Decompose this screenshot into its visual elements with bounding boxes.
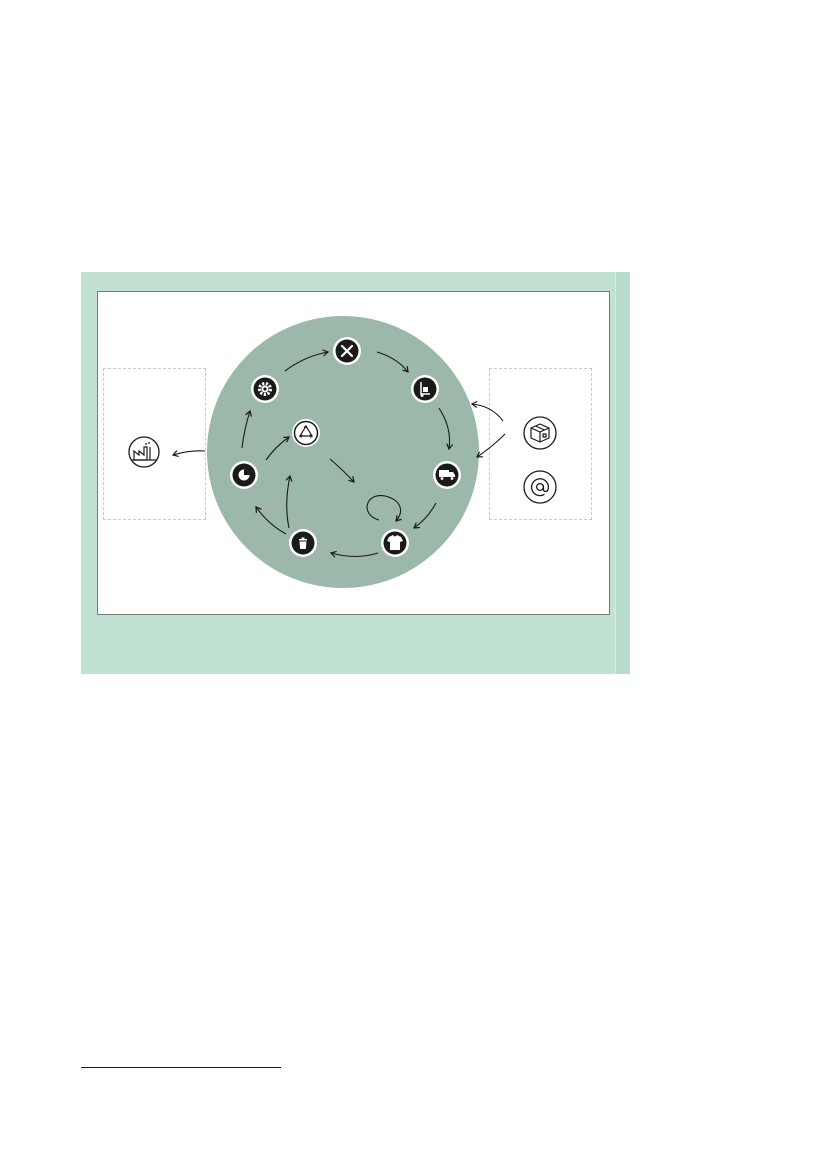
trash-bin-icon [299,537,307,549]
arrow-sorting-to-recycling [265,436,290,461]
external-input-box-right [489,368,592,520]
factory-icon [132,442,156,461]
node-production [251,375,279,403]
hand-truck-icon [420,382,430,397]
node-sorting [230,461,258,489]
arrow-use-self-loop [366,495,402,522]
external-input-box-left [103,368,206,520]
delivery-truck-icon [439,470,455,480]
tools-icon [340,344,354,358]
node-recycling [292,419,320,447]
node-parcel [523,416,557,450]
node-online [523,470,557,504]
node-disposal [289,529,317,557]
node-sourcing [411,375,439,403]
node-industry [128,436,160,468]
arrow-sorting-to-production [241,409,252,449]
package-icon [530,423,550,443]
node-distribution [433,461,461,489]
arrow-use-to-disposal [329,550,379,558]
arrow-distribution-to-use [413,502,437,529]
arrow-design-to-sourcing [376,351,409,373]
footnote-separator [81,1067,281,1068]
arrow-to-industry [171,450,206,458]
node-use [381,529,409,557]
recycle-icon [298,424,314,438]
arrow-recycling-to-center [329,458,355,483]
arrow-disposal-to-recycling [285,474,293,529]
pie-chart-icon [238,469,250,481]
t-shirt-icon [387,535,403,550]
panel-side-strip [615,272,630,674]
at-sign-icon [530,478,550,497]
arrow-sourcing-to-distribution [438,407,454,451]
arrow-parcel-to-distribution [476,433,506,458]
node-design [333,337,361,365]
arrow-parcel-to-sourcing [470,400,504,422]
arrow-production-to-design [284,349,330,372]
gear-icon [258,382,272,396]
arrow-disposal-to-sorting [255,506,287,535]
